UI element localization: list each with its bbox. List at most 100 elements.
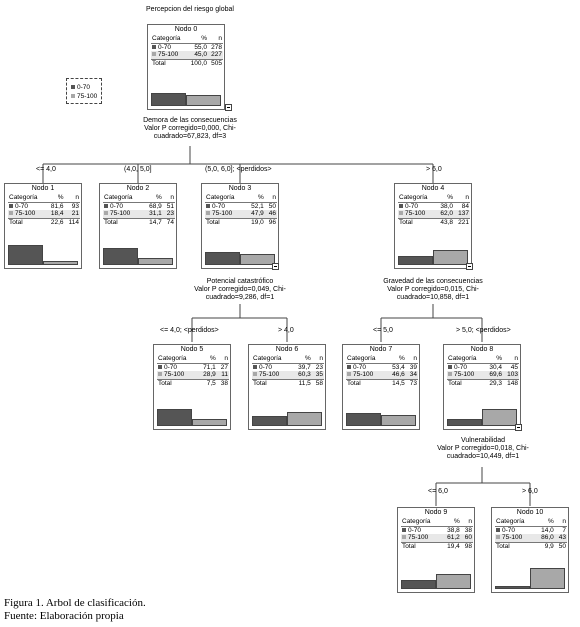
total-count: 38 bbox=[216, 378, 229, 387]
category-label: 75-100 bbox=[353, 371, 374, 378]
edge-label: > 6,0 bbox=[522, 488, 538, 495]
total-count: 73 bbox=[405, 378, 418, 387]
category-swatch bbox=[402, 535, 406, 540]
category-label: 0-70 bbox=[353, 363, 367, 371]
percent-value: 31,1 bbox=[143, 210, 163, 218]
count-value: 103 bbox=[503, 371, 519, 379]
category-label: 0-70 bbox=[408, 526, 422, 534]
collapse-toggle[interactable] bbox=[466, 263, 473, 270]
category-swatch bbox=[104, 211, 108, 216]
count-value: 60 bbox=[460, 534, 473, 542]
percent-value: 55,0 bbox=[194, 43, 207, 51]
col-header-n: n bbox=[454, 194, 470, 203]
node-bar-chart bbox=[495, 565, 565, 589]
total-label: Total bbox=[398, 217, 436, 226]
node-title: Nodo 1 bbox=[31, 185, 55, 192]
legend-label: 75-100 bbox=[77, 93, 98, 100]
bar-75-100 bbox=[530, 568, 565, 589]
col-header-percent: % bbox=[535, 518, 555, 527]
total-label: Total bbox=[346, 378, 387, 387]
bar-0-70 bbox=[495, 586, 530, 589]
category-swatch bbox=[347, 372, 351, 377]
node-bar-chart bbox=[346, 402, 416, 426]
total-count: 221 bbox=[454, 217, 470, 226]
category-label: 0-70 bbox=[405, 202, 419, 210]
category-label: 75-100 bbox=[259, 371, 280, 378]
col-header-n: n bbox=[503, 355, 519, 364]
collapse-toggle[interactable] bbox=[272, 263, 279, 270]
category-swatch bbox=[399, 211, 403, 216]
edge-label: (5,0, 6,0]; <perdidos> bbox=[205, 166, 272, 173]
node-bar-chart bbox=[252, 402, 322, 426]
category-label: 0-70 bbox=[454, 363, 468, 371]
legend-swatch bbox=[71, 94, 75, 99]
percent-value: 28,9 bbox=[197, 371, 217, 379]
category-swatch bbox=[347, 364, 351, 369]
col-header-n: n bbox=[207, 35, 223, 44]
category-swatch bbox=[448, 372, 452, 377]
count-value: 51 bbox=[166, 202, 174, 210]
legend-item: 75-100 bbox=[71, 93, 97, 100]
col-header-percent: % bbox=[386, 355, 406, 364]
collapse-toggle[interactable] bbox=[515, 424, 522, 431]
total-count: 50 bbox=[554, 541, 567, 550]
category-swatch bbox=[152, 52, 156, 57]
total-label: Total bbox=[401, 541, 442, 550]
category-swatch bbox=[496, 535, 500, 540]
node-title: Nodo 4 bbox=[421, 185, 445, 192]
category-label: 0-70 bbox=[164, 363, 178, 371]
bar-0-70 bbox=[447, 419, 482, 426]
node-title: Nodo 6 bbox=[275, 346, 299, 353]
category-label: 75-100 bbox=[405, 210, 426, 217]
col-header-percent: % bbox=[46, 194, 65, 203]
bar-0-70 bbox=[205, 252, 240, 265]
percent-value: 86,0 bbox=[535, 534, 555, 542]
col-header-n: n bbox=[162, 194, 175, 203]
edge-label: <= 5,0 bbox=[373, 327, 393, 334]
percent-value: 38,8 bbox=[447, 526, 460, 534]
category-label: 0-70 bbox=[259, 363, 273, 371]
node-title: Nodo 0 bbox=[174, 26, 198, 33]
bar-0-70 bbox=[157, 409, 192, 426]
category-label: 75-100 bbox=[408, 534, 429, 541]
node-title: Nodo 9 bbox=[424, 509, 448, 516]
total-percent: 22,6 bbox=[46, 217, 65, 226]
figure-source: Fuente: Elaboración propia bbox=[4, 610, 124, 622]
col-header-percent: % bbox=[441, 518, 461, 527]
col-header-category: Categoría bbox=[205, 194, 246, 203]
total-count: 148 bbox=[503, 378, 519, 387]
col-header-category: Categoría bbox=[398, 194, 436, 203]
category-label: 75-100 bbox=[15, 210, 36, 217]
col-header-percent: % bbox=[197, 355, 217, 364]
count-value: 7 bbox=[562, 526, 566, 534]
collapse-toggle[interactable] bbox=[225, 104, 232, 111]
col-header-n: n bbox=[216, 355, 229, 364]
col-header-percent: % bbox=[186, 35, 208, 44]
count-value: 27 bbox=[220, 363, 228, 371]
col-header-category: Categoría bbox=[447, 355, 485, 364]
category-swatch bbox=[158, 364, 162, 369]
bar-75-100 bbox=[287, 412, 322, 426]
category-label: 0-70 bbox=[502, 526, 516, 534]
bar-75-100 bbox=[138, 258, 173, 265]
legend-label: 0-70 bbox=[77, 84, 91, 91]
col-header-category: Categoría bbox=[252, 355, 293, 364]
bar-75-100 bbox=[240, 254, 275, 265]
category-swatch bbox=[206, 211, 210, 216]
